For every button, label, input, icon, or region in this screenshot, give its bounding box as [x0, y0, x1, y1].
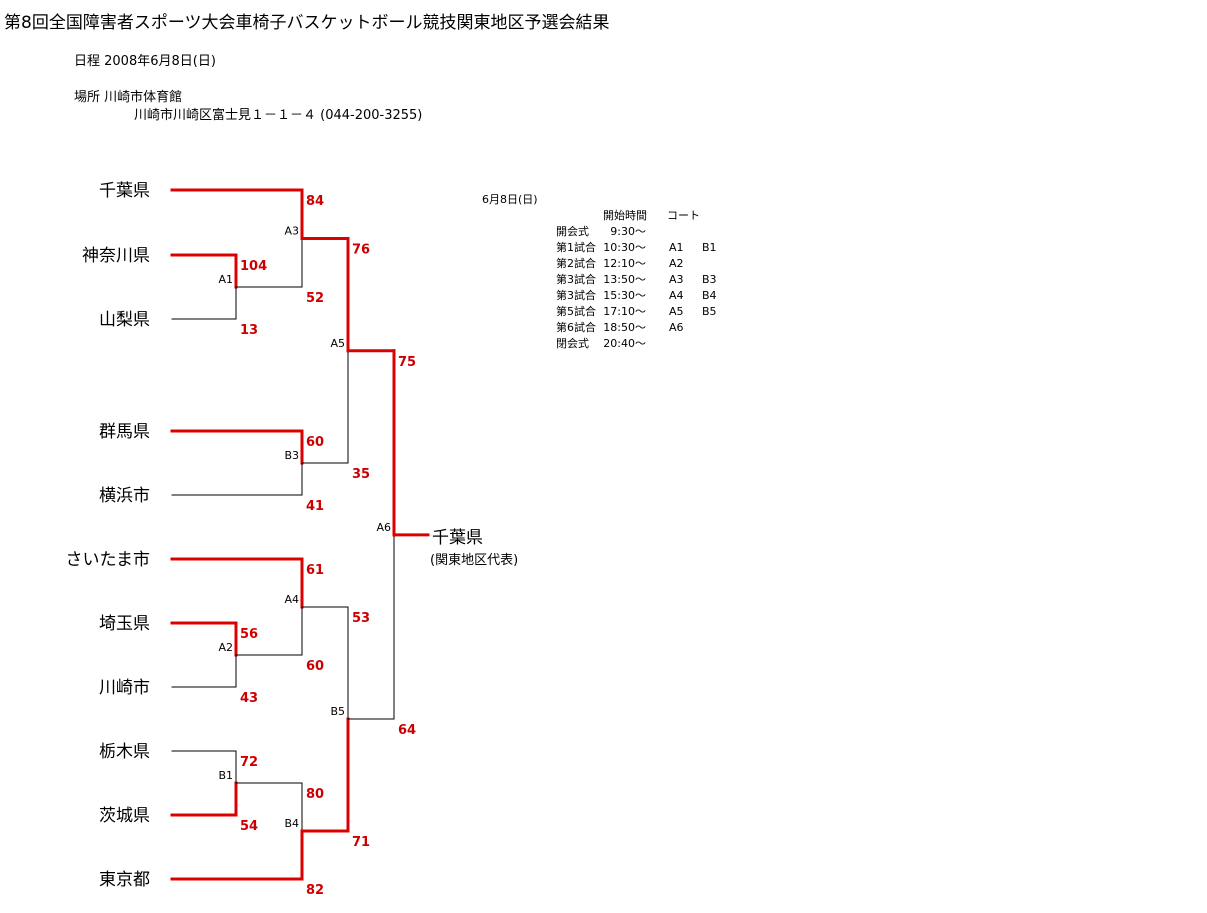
score-label: 72	[240, 755, 258, 770]
schedule-header-time: 開始時間	[603, 208, 647, 222]
schedule-row-label: 第3試合	[556, 272, 596, 286]
schedule-row-label: 第6試合	[556, 320, 596, 334]
team-name: 千葉県	[99, 181, 150, 201]
team-name: 埼玉県	[99, 614, 150, 634]
schedule-row-time: 18:50～	[603, 321, 646, 334]
event-date: 日程 2008年6月8日(日)	[74, 54, 216, 69]
schedule-row-court: A6	[669, 321, 684, 334]
score-label: 13	[240, 323, 258, 338]
schedule-row-court: A2	[669, 257, 684, 270]
score-label: 80	[306, 787, 324, 802]
team-name: さいたま市	[66, 550, 151, 570]
schedule-row-court: B1	[702, 241, 717, 254]
event-venue: 場所 川崎市体育館	[74, 90, 183, 105]
team-name: 神奈川県	[82, 246, 150, 266]
schedule-row-court: B5	[702, 305, 717, 318]
event-address: 川崎市川崎区富士見１－１－４ (044-200-3255)	[134, 108, 423, 123]
score-label: 43	[240, 691, 258, 706]
team-name: 山梨県	[99, 310, 150, 330]
score-label: 56	[240, 627, 258, 642]
score-label: 75	[398, 355, 416, 370]
schedule-row-time: 9:30～	[610, 225, 646, 238]
score-label: 53	[352, 611, 370, 626]
score-label: 104	[240, 259, 267, 274]
schedule-row-court: A5	[669, 305, 684, 318]
match-id: A1	[218, 273, 233, 286]
match-id: A5	[330, 337, 345, 350]
schedule-row-time: 10:30～	[603, 241, 646, 254]
schedule-row-label: 第3試合	[556, 288, 596, 302]
score-label: 60	[306, 435, 324, 450]
team-name: 横浜市	[99, 486, 150, 506]
match-id: A2	[218, 641, 233, 654]
team-name: 川崎市	[99, 678, 150, 698]
match-id: A4	[284, 593, 299, 606]
match-id: A6	[376, 521, 391, 534]
champion-name: 千葉県	[432, 528, 483, 548]
team-name: 東京都	[99, 870, 150, 890]
schedule-row-label: 閉会式	[556, 337, 589, 350]
schedule-row-label: 第2試合	[556, 256, 596, 270]
team-name: 群馬県	[99, 422, 150, 442]
schedule-row-court: A4	[669, 289, 684, 302]
score-label: 52	[306, 291, 324, 306]
schedule-row-time: 12:10～	[603, 257, 646, 270]
schedule-row-label: 第5試合	[556, 304, 596, 318]
match-id: B1	[218, 769, 233, 782]
score-label: 61	[306, 563, 324, 578]
score-label: 60	[306, 659, 324, 674]
match-id: A3	[284, 225, 299, 238]
score-label: 71	[352, 835, 370, 850]
team-name: 栃木県	[99, 742, 150, 762]
schedule-row-court: A3	[669, 273, 684, 286]
score-label: 54	[240, 819, 258, 834]
score-label: 84	[306, 194, 324, 209]
score-label: 35	[352, 467, 370, 482]
schedule-row-time: 13:50～	[603, 273, 646, 286]
schedule-row-court: B4	[702, 289, 717, 302]
schedule-row-time: 20:40～	[603, 337, 646, 350]
schedule-row-court: B3	[702, 273, 717, 286]
match-id: B3	[284, 449, 299, 462]
team-name: 茨城県	[99, 806, 150, 826]
match-id: B5	[330, 705, 345, 718]
champion-subtitle: (関東地区代表)	[430, 552, 518, 568]
schedule-date: 6月8日(日)	[482, 193, 538, 206]
score-label: 41	[306, 499, 324, 514]
page-title: 第8回全国障害者スポーツ大会車椅子バスケットボール競技関東地区予選会結果	[4, 13, 610, 33]
score-label: 76	[352, 243, 370, 258]
schedule-row-time: 15:30～	[603, 289, 646, 302]
schedule-row-label: 第1試合	[556, 240, 596, 254]
score-label: 64	[398, 723, 416, 738]
schedule-row-label: 開会式	[556, 225, 589, 238]
schedule-row-time: 17:10～	[603, 305, 646, 318]
match-id: B4	[284, 817, 299, 830]
score-label: 82	[306, 883, 324, 898]
schedule-header-court: コート	[667, 209, 700, 222]
schedule-row-court: A1	[669, 241, 684, 254]
